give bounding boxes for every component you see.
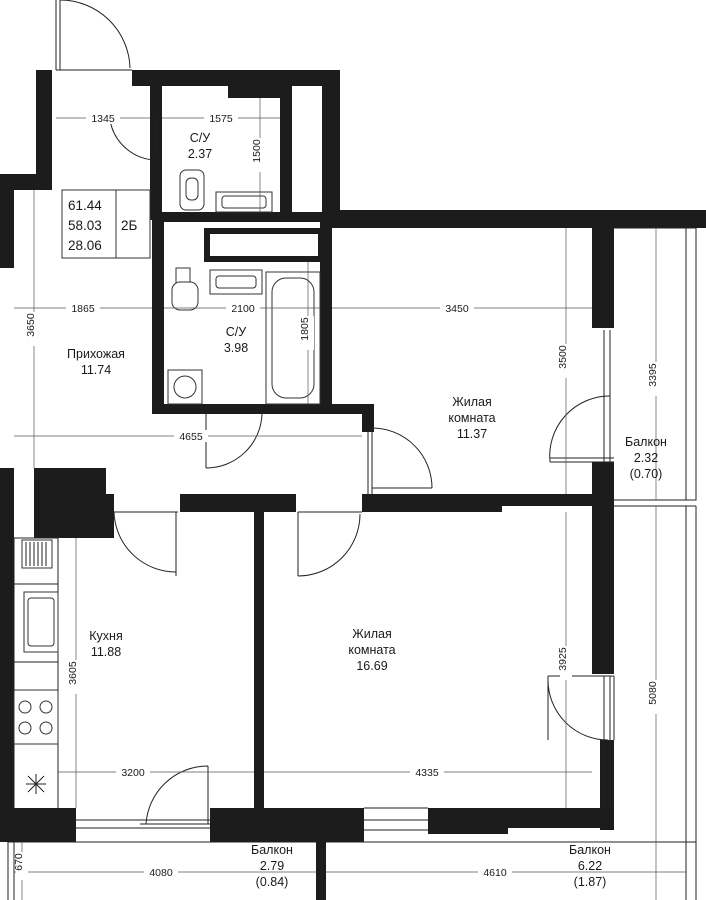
living-2-area: 16.69 xyxy=(356,659,387,673)
stove-icon xyxy=(13,539,59,745)
balcony-right-area: 2.32 xyxy=(634,451,658,465)
summary-box: 61.44 58.03 28.06 2Б xyxy=(61,189,151,259)
dim-3925: 3925 xyxy=(557,647,569,671)
sink-icon xyxy=(23,191,273,653)
balcony-bottom-left-reduced: (0.84) xyxy=(256,875,289,889)
dim-1575: 1575 xyxy=(209,113,233,125)
apartment-type: 2Б xyxy=(121,218,138,233)
wc-small-name: С/У xyxy=(190,131,211,145)
balcony-bottom-left-area: 2.79 xyxy=(260,859,284,873)
dim-3605: 3605 xyxy=(67,661,79,685)
bathroom-name: С/У xyxy=(226,325,247,339)
dim-3200: 3200 xyxy=(121,767,145,779)
area-secondary: 58.03 xyxy=(68,218,102,233)
hallway-name: Прихожая xyxy=(67,347,125,361)
outlines xyxy=(7,0,697,900)
balcony-right-name: Балкон xyxy=(625,435,667,449)
living-2-name-line2: комната xyxy=(348,643,395,657)
dim-670: 670 xyxy=(13,853,25,871)
living-2-name-line1: Жилая xyxy=(352,627,392,641)
dim-4610: 4610 xyxy=(483,867,507,879)
dim-3500: 3500 xyxy=(557,345,569,369)
hallway-area: 11.74 xyxy=(81,363,111,377)
dim-4335: 4335 xyxy=(415,767,439,779)
living-1-area: 11.37 xyxy=(457,427,487,441)
balcony-bottom-left-name: Балкон xyxy=(251,843,293,857)
room-labels: С/У 2.37 С/У 3.98 Прихожая 11.74 Жилая к… xyxy=(67,131,667,889)
living-area: 28.06 xyxy=(68,238,102,253)
dim-2100: 2100 xyxy=(231,303,255,315)
dim-1345: 1345 xyxy=(91,113,115,125)
dim-1805: 1805 xyxy=(299,317,311,341)
dim-3650: 3650 xyxy=(25,313,37,337)
dim-4655: 4655 xyxy=(179,431,203,443)
kitchen-area: 11.88 xyxy=(91,645,121,659)
balcony-right-reduced: (0.70) xyxy=(630,467,663,481)
total-area: 61.44 xyxy=(68,198,102,213)
dimension-labels: 1345 1575 1500 1865 2100 3450 3650 1805 … xyxy=(13,112,662,880)
bathroom-area: 3.98 xyxy=(224,341,248,355)
dim-3450: 3450 xyxy=(445,303,469,315)
dim-4080: 4080 xyxy=(149,867,173,879)
balcony-bottom-right-reduced: (1.87) xyxy=(574,875,607,889)
living-1-name-line1: Жилая xyxy=(452,395,492,409)
balcony-bottom-right-area: 6.22 xyxy=(578,859,602,873)
living-1-name-line2: комната xyxy=(448,411,495,425)
washing-machine-icon xyxy=(167,369,203,405)
walls xyxy=(0,70,706,900)
dim-3395: 3395 xyxy=(647,363,659,387)
dim-1865: 1865 xyxy=(71,303,95,315)
ventilation-icon xyxy=(26,774,46,794)
dim-5080: 5080 xyxy=(647,681,659,705)
balcony-bottom-right-name: Балкон xyxy=(569,843,611,857)
toilet-icon xyxy=(171,169,205,311)
kitchen-name: Кухня xyxy=(89,629,122,643)
dim-1500: 1500 xyxy=(251,139,263,163)
wc-small-area: 2.37 xyxy=(188,147,212,161)
